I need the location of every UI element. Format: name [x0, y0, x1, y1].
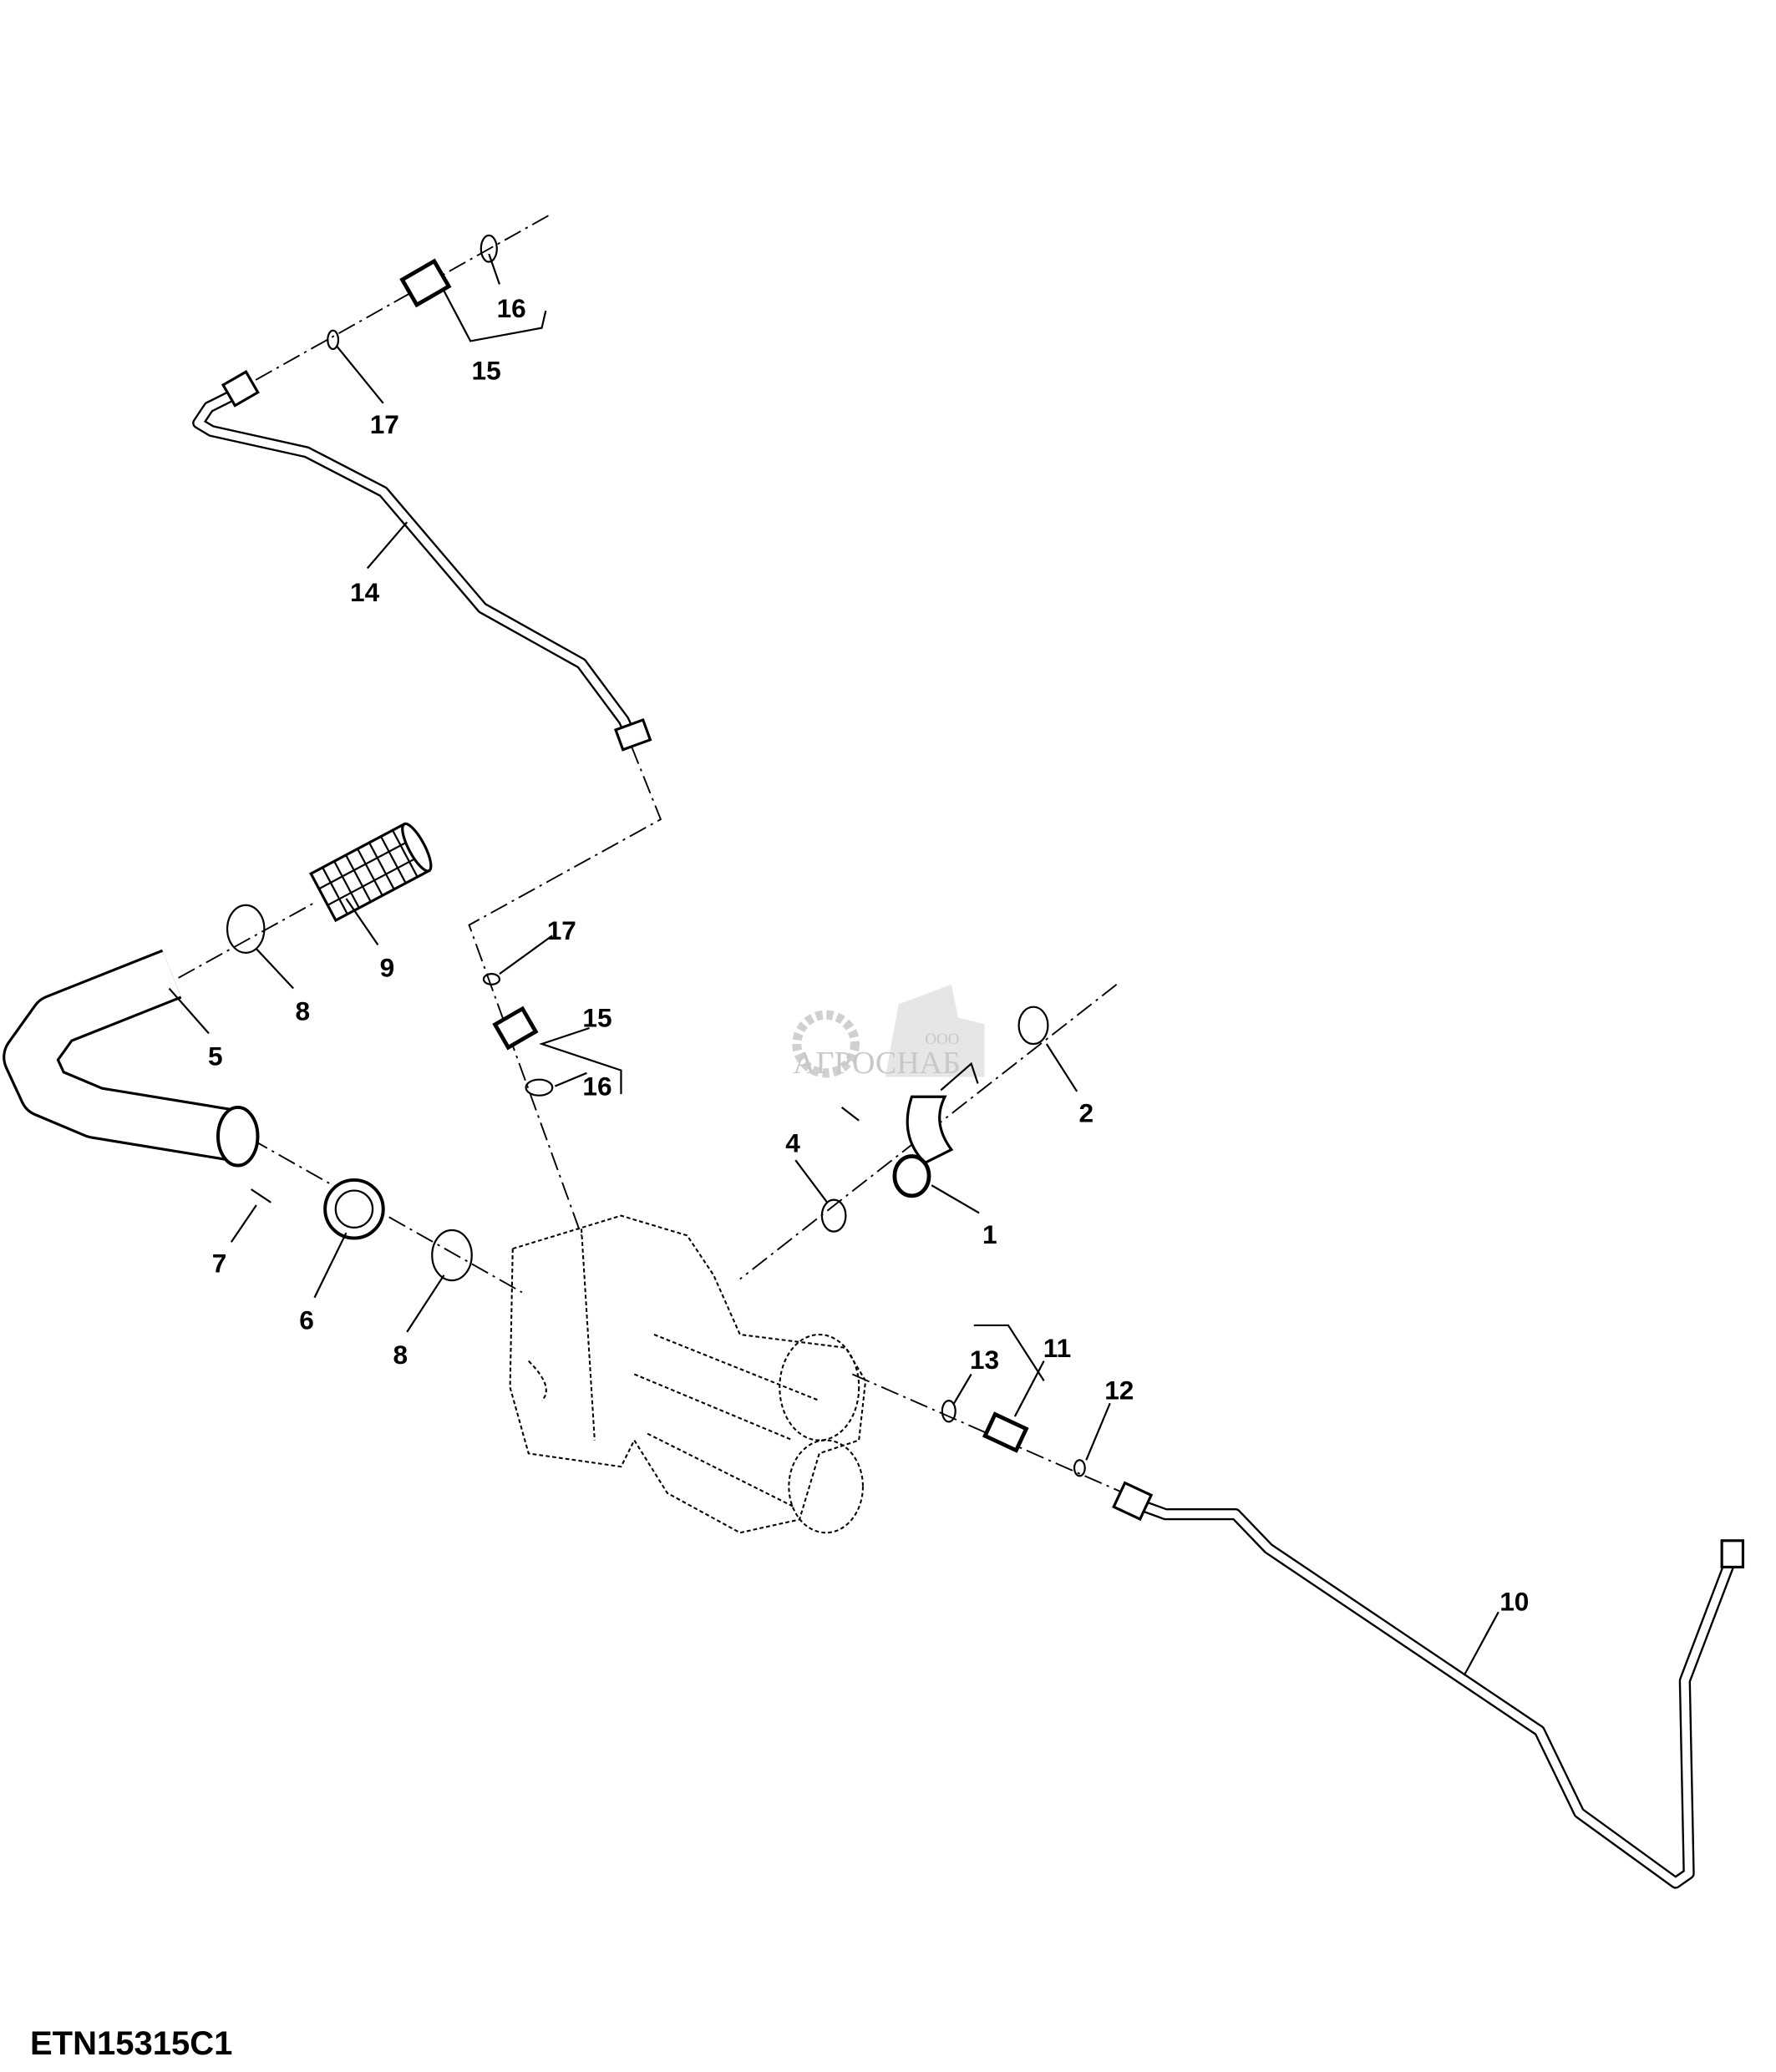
centerline-hose	[251, 1138, 523, 1294]
callout-7: 7	[212, 1249, 227, 1279]
tube-10	[1112, 1481, 1745, 1889]
callout-15: 15	[582, 1002, 611, 1032]
callout-8: 8	[295, 996, 310, 1026]
callout-17: 17	[547, 915, 576, 945]
callout-14: 14	[350, 577, 380, 607]
callout-2: 2	[1078, 1097, 1094, 1127]
callout-5: 5	[208, 1041, 223, 1071]
callout-11: 11	[1043, 1333, 1071, 1363]
callout-16: 16	[497, 293, 526, 323]
callout-15: 15	[472, 355, 501, 385]
callout-6: 6	[299, 1305, 314, 1335]
leader-lines	[168, 253, 1499, 1676]
centerline-pipe14	[468, 746, 662, 1236]
callout-8: 8	[393, 1340, 408, 1370]
watermark-name: АГРОСНАБ	[793, 1046, 961, 1081]
callout-17: 17	[370, 409, 399, 439]
callout-16: 16	[582, 1071, 611, 1102]
callout-4: 4	[785, 1128, 800, 1158]
centerline-filter	[178, 900, 318, 979]
filter-9	[309, 822, 433, 923]
housing-phantom	[509, 1214, 867, 1534]
hose-5	[3, 949, 260, 1168]
o-rings	[226, 234, 1086, 1477]
fittings	[250, 258, 1029, 1453]
callout-9: 9	[380, 952, 395, 982]
figure-id: ETN15315C1	[30, 2025, 233, 2062]
callout-10: 10	[1499, 1587, 1529, 1617]
centerline-pipe10	[851, 1373, 1139, 1501]
watermark-prefix: ООО	[925, 1031, 959, 1048]
callout-1: 1	[982, 1219, 997, 1249]
watermark-logo: ООО АГРОСНАБ	[792, 984, 985, 1081]
tube-14	[192, 369, 652, 752]
callout-12: 12	[1104, 1375, 1134, 1406]
centerline-upper	[237, 215, 549, 391]
callout-13: 13	[970, 1345, 999, 1375]
